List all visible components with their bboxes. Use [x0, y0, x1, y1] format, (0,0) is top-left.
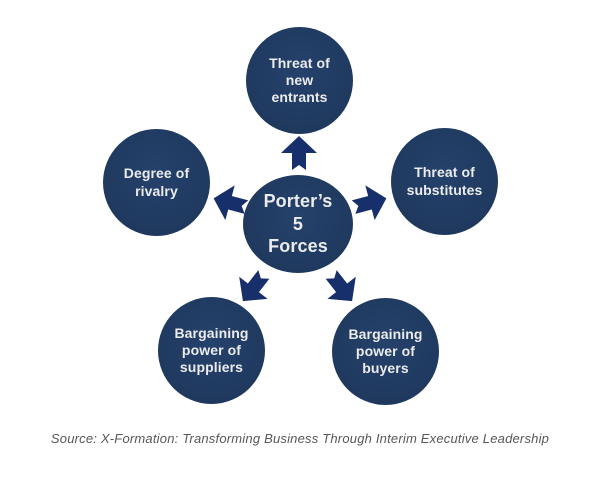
center-node-porters-5-forces: Porter’s 5 Forces [243, 175, 353, 273]
node-label: Degree of rivalry [123, 165, 190, 199]
block-arrow-upper-right-icon [351, 185, 387, 221]
node-bargaining-power-of-buyers: Bargaining power of buyers [332, 298, 439, 405]
block-arrow-upper-left-icon [213, 185, 249, 221]
source-caption: Source: X-Formation: Transforming Busine… [50, 431, 550, 446]
center-node-label: Porter’s 5 Forces [263, 191, 333, 257]
block-arrow-lower-left-icon [239, 270, 270, 302]
node-label: Threat of substitutes [406, 164, 483, 198]
node-label: Threat of new entrants [269, 54, 330, 106]
block-arrow-up-icon [281, 136, 317, 170]
block-arrow-lower-right-icon [325, 270, 356, 302]
node-degree-of-rivalry: Degree of rivalry [103, 129, 210, 236]
node-label: Bargaining power of buyers [348, 325, 423, 377]
node-label: Bargaining power of suppliers [174, 324, 249, 376]
node-threat-of-substitutes: Threat of substitutes [391, 128, 498, 235]
node-bargaining-power-of-suppliers: Bargaining power of suppliers [158, 297, 265, 404]
node-threat-of-new-entrants: Threat of new entrants [246, 27, 353, 134]
